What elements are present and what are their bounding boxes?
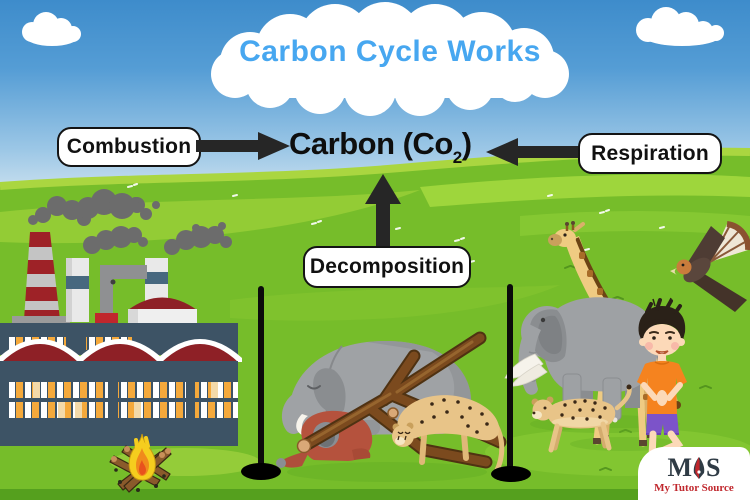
pole-right bbox=[507, 284, 513, 472]
pole-left-base bbox=[241, 463, 281, 480]
mts-logo: M S My Tutor Source bbox=[638, 447, 750, 500]
logo-letter-s: S bbox=[706, 453, 721, 482]
striped-chimney bbox=[12, 232, 70, 326]
title-cloud bbox=[211, 2, 569, 116]
white-chimneys bbox=[66, 258, 168, 322]
logo-caption: My Tutor Source bbox=[654, 482, 734, 494]
combustion-label: Combustion bbox=[57, 127, 201, 167]
pole-right-base bbox=[491, 466, 531, 482]
red-box bbox=[95, 313, 118, 325]
respiration-arrow bbox=[486, 138, 580, 166]
pole-left bbox=[258, 286, 264, 466]
eagle bbox=[670, 221, 750, 312]
leopard bbox=[531, 384, 632, 453]
logo-letter-m: M bbox=[667, 453, 693, 482]
living-animals-illustration bbox=[504, 221, 750, 465]
flame bbox=[128, 433, 156, 481]
carbon-co2-term: Carbon (Co2) bbox=[289, 126, 472, 167]
campfire-illustration bbox=[109, 433, 172, 493]
small-clouds bbox=[22, 7, 724, 46]
factory-windows bbox=[8, 382, 238, 418]
arched-roofs bbox=[0, 339, 242, 362]
factory-illustration bbox=[0, 189, 242, 446]
decomposition-arrow bbox=[365, 174, 401, 248]
factory-pipe bbox=[100, 265, 147, 323]
respiration-label: Respiration bbox=[578, 133, 722, 174]
page-title: Carbon Cycle Works bbox=[239, 35, 541, 68]
decomposition-label: Decomposition bbox=[303, 246, 471, 288]
combustion-arrow bbox=[196, 132, 290, 160]
factory-smoke bbox=[28, 189, 232, 255]
dead-animals-illustration bbox=[276, 331, 507, 482]
pen-nib-icon bbox=[693, 457, 705, 479]
